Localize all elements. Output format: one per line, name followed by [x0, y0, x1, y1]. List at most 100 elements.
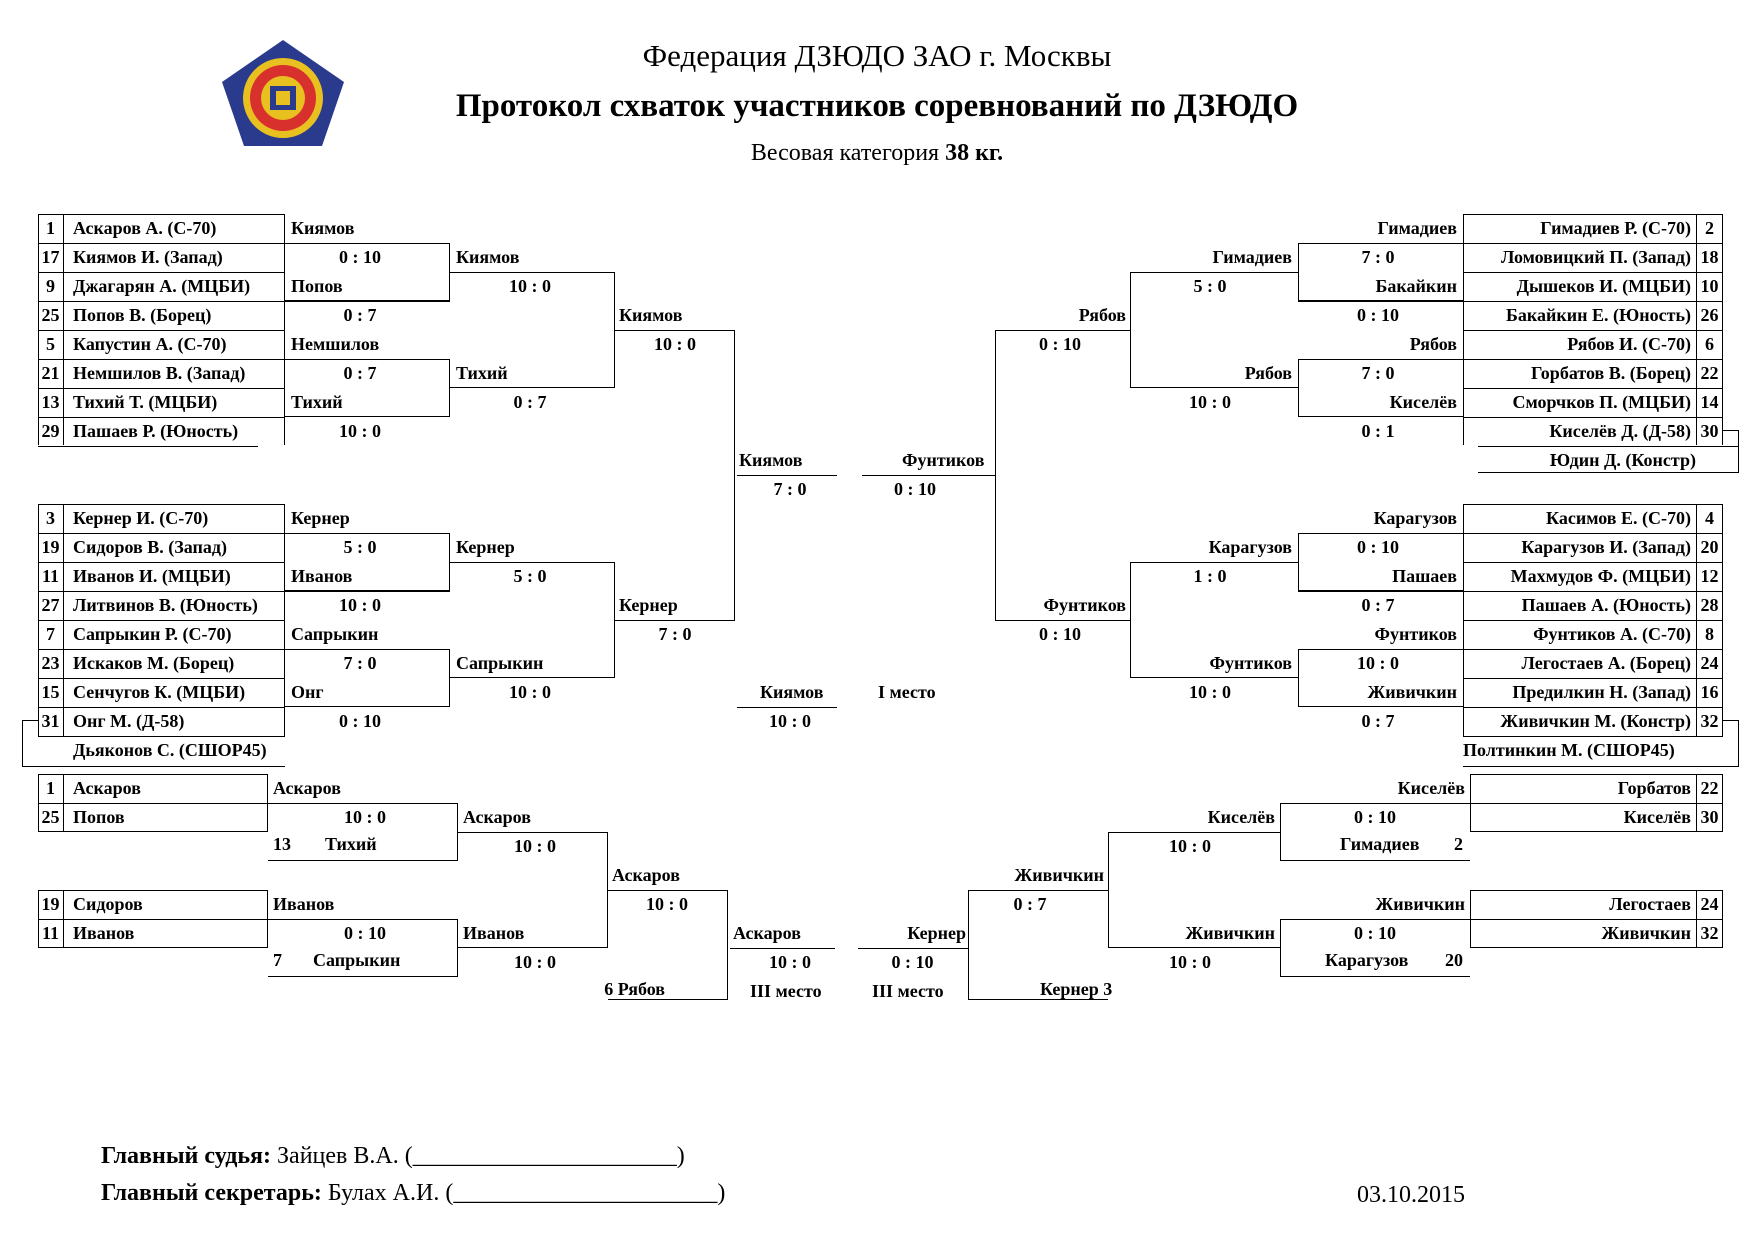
- competitor: Киямов И. (Запад): [73, 247, 223, 267]
- winner: Киямов: [619, 305, 683, 325]
- winner: Тихий: [456, 363, 508, 383]
- score: 10 : 0: [509, 682, 551, 702]
- score: 10 : 0: [344, 807, 386, 827]
- place-label: III место: [872, 981, 944, 1001]
- winner: Сапрыкин: [456, 653, 544, 673]
- score: 0 : 7: [343, 305, 377, 325]
- winner: Иванов: [463, 923, 525, 943]
- winner: Киселёв: [1207, 807, 1275, 827]
- competitor: Сидоров В. (Запад): [73, 537, 227, 557]
- seed: 1: [46, 778, 55, 798]
- winner: Киселёв: [1397, 778, 1465, 798]
- score: 0 : 7: [513, 392, 547, 412]
- match-box: [1130, 562, 1298, 678]
- federation-title: Федерация ДЗЮДО ЗАО г. Москвы: [642, 38, 1112, 73]
- match-box: [285, 359, 450, 417]
- competitor: Сморчков П. (МЦБИ): [1512, 392, 1691, 412]
- seed: 14: [1700, 392, 1719, 412]
- winner: Онг: [291, 682, 324, 702]
- competitor: Литвинов В. (Юность): [73, 595, 258, 615]
- score: 0 : 7: [1013, 894, 1047, 914]
- competitor: Горбатов В. (Борец): [1530, 363, 1691, 383]
- score: 7 : 0: [343, 653, 377, 673]
- seed: 31: [41, 711, 60, 731]
- competitor-extra: Юдин Д. (Констр): [1549, 450, 1696, 470]
- competitor: Предилкин Н. (Запад): [1512, 682, 1691, 702]
- chief-judge-label: Главный судья:: [101, 1143, 272, 1169]
- competitor: Сенчугов К. (МЦБИ): [73, 682, 246, 702]
- competitor: Кернер И. (С-70): [73, 508, 209, 528]
- match-box: [995, 330, 1130, 620]
- match-box: [608, 890, 728, 1000]
- winner: Гимадиев: [1377, 218, 1457, 238]
- seed: 22: [1700, 363, 1719, 383]
- chief-judge-name: Зайцев В.А. (: [277, 1143, 413, 1169]
- chief-judge-signature-line: ______________________): [412, 1143, 685, 1169]
- seed: 28: [1700, 595, 1719, 615]
- competitor: Легостаев: [1609, 894, 1691, 914]
- score: 10 : 0: [654, 334, 696, 354]
- winner: Живичкин: [1375, 894, 1465, 914]
- seed: 12: [1700, 566, 1719, 586]
- winner: Иванов: [273, 894, 335, 914]
- match-box: [285, 243, 450, 301]
- competitor: Аскаров: [73, 778, 141, 798]
- competitor: Иванов: [73, 923, 135, 943]
- place-label: I место: [878, 682, 936, 702]
- competitor: Иванов И. (МЦБИ): [73, 566, 231, 586]
- judo-federation-emblem-icon: [222, 40, 344, 146]
- winner: Фунтиков: [1209, 653, 1292, 673]
- seed: 32: [1700, 923, 1719, 943]
- score: 5 : 0: [513, 566, 547, 586]
- competitor: Аскаров А. (С-70): [73, 218, 217, 238]
- competitor: Горбатов: [1617, 778, 1691, 798]
- seed: 29: [41, 421, 60, 441]
- score: 10 : 0: [509, 276, 551, 296]
- winner: Тихий: [291, 392, 343, 412]
- competitor: Сапрыкин Р. (С-70): [73, 624, 232, 644]
- seed: 10: [1700, 276, 1719, 296]
- winner: Аскаров: [733, 923, 801, 943]
- score: 10 : 0: [514, 836, 556, 856]
- seed: 5: [46, 334, 55, 354]
- seed: 32: [1700, 711, 1719, 731]
- score: 10 : 0: [339, 595, 381, 615]
- score: 10 : 0: [769, 952, 811, 972]
- competitor: Ломовицкий П. (Запад): [1500, 247, 1691, 267]
- competitor: 6 Рябов: [604, 979, 665, 999]
- seed: 30: [1700, 807, 1719, 827]
- winner: Рябов: [1244, 363, 1292, 383]
- competitor: Сапрыкин: [313, 950, 401, 970]
- winner: Аскаров: [273, 778, 341, 798]
- score: 7 : 0: [1361, 247, 1395, 267]
- competitor: Попов В. (Борец): [73, 305, 212, 325]
- match-box: [1298, 359, 1463, 417]
- document-date: 03.10.2015: [1357, 1182, 1465, 1208]
- score: 0 : 10: [1357, 537, 1399, 557]
- winner: Карагузов: [1373, 508, 1457, 528]
- score: 5 : 0: [1193, 276, 1227, 296]
- winner: Пашаев: [1392, 566, 1457, 586]
- seed: 7: [46, 624, 55, 644]
- score: 0 : 7: [343, 363, 377, 383]
- competitor: Немшилов В. (Запад): [73, 363, 246, 383]
- seed: 16: [1700, 682, 1719, 702]
- match-box: [285, 533, 450, 591]
- seed: 21: [41, 363, 60, 383]
- winner: Гимадиев: [1212, 247, 1292, 267]
- competitor: Тихий: [325, 834, 377, 854]
- score: 10 : 0: [1169, 836, 1211, 856]
- score: 10 : 0: [1189, 682, 1231, 702]
- winner: Аскаров: [612, 865, 680, 885]
- score: 1 : 0: [1193, 566, 1227, 586]
- score: 0 : 7: [1361, 711, 1395, 731]
- score: 7 : 0: [773, 479, 807, 499]
- competitor: Пашаев Р. (Юность): [73, 421, 239, 441]
- competitor: Попов: [73, 807, 125, 827]
- winner: Киямов: [291, 218, 355, 238]
- winner: Карагузов: [1208, 537, 1292, 557]
- match-box: [1298, 533, 1463, 591]
- seed: 24: [1700, 653, 1719, 673]
- seed: 3: [46, 508, 55, 528]
- seed: 7: [273, 950, 282, 970]
